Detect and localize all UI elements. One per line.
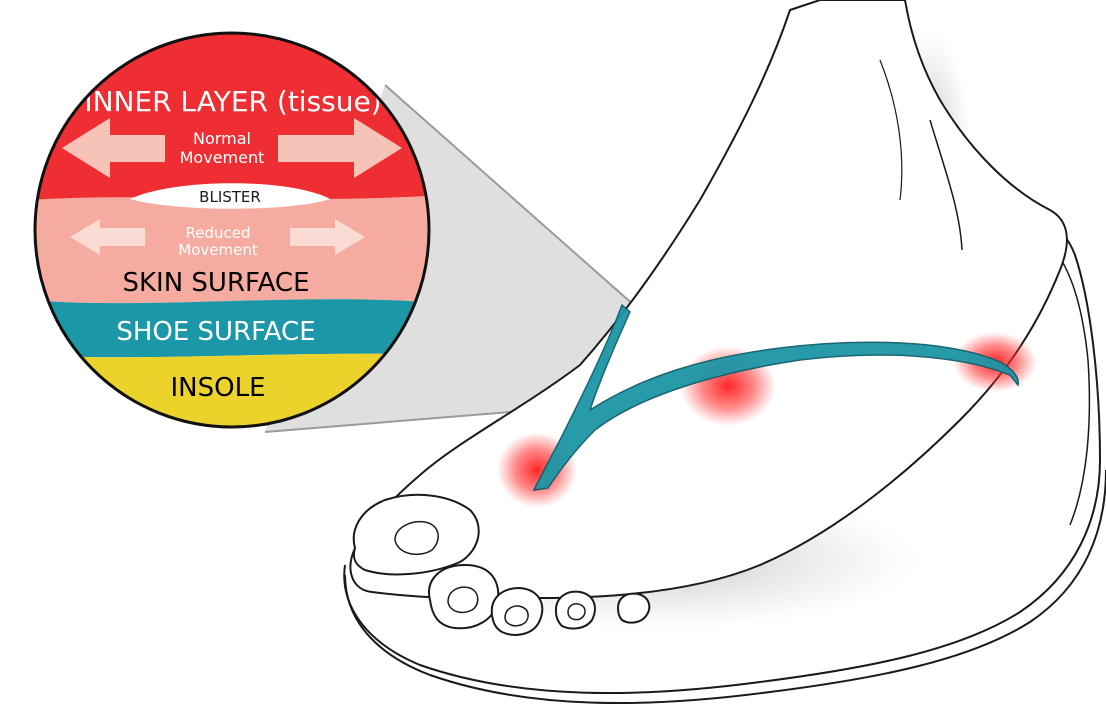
label-normal-movement-1: Normal [193,129,251,148]
label-normal-movement-2: Movement [180,148,265,167]
label-insole: INSOLE [171,373,266,403]
label-inner-layer: INNER LAYER (tissue) [84,85,381,118]
label-reduced-movement-1: Reduced [185,224,250,242]
label-shoe-surface: SHOE SURFACE [116,317,315,347]
label-skin-surface: SKIN SURFACE [122,268,309,298]
label-reduced-movement-2: Movement [178,241,258,259]
label-blister: BLISTER [199,188,261,206]
